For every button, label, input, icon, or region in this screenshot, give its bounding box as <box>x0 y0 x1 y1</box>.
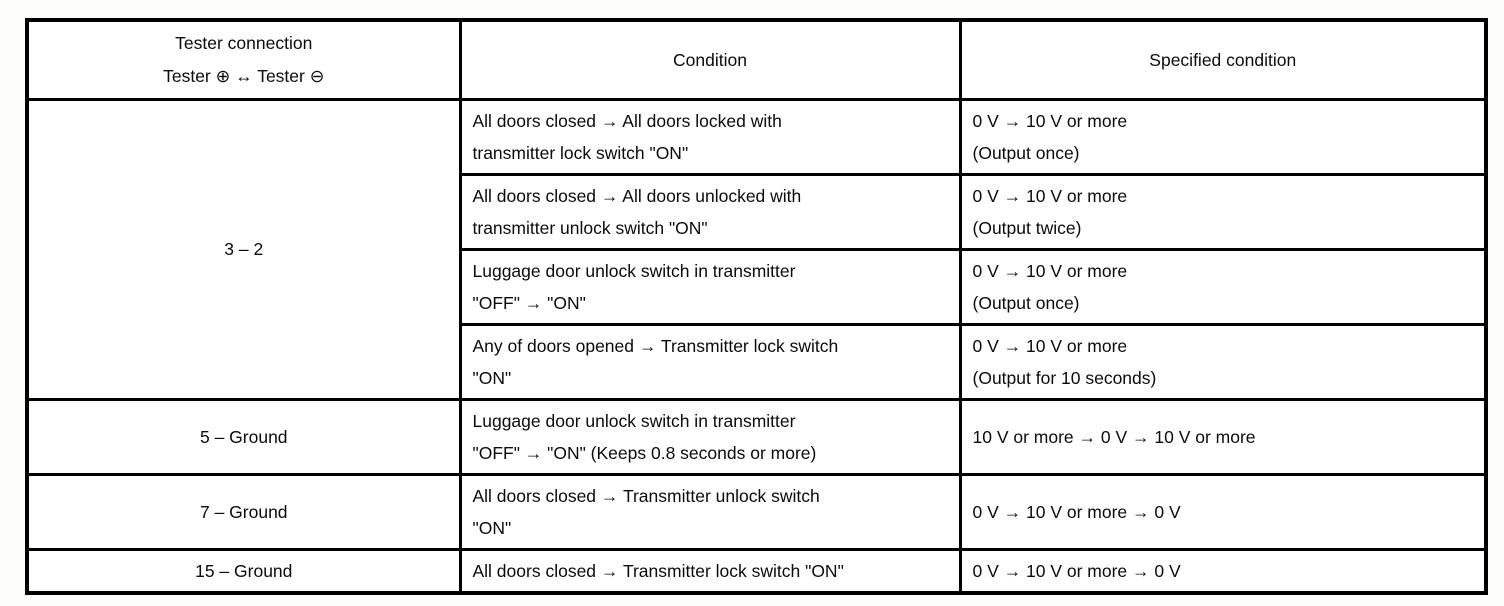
cell-condition: All doors closed → All doors unlocked wi… <box>458 173 962 251</box>
cell-condition: Luggage door unlock switch in transmitte… <box>458 398 962 476</box>
cell-specified-condition: 0 V → 10 V or more → 0 V <box>958 548 1488 595</box>
table-row: 5 – Ground Luggage door unlock switch in… <box>25 398 1488 476</box>
cell-specified-condition: 0 V → 10 V or more (Output once) <box>958 248 1488 326</box>
cell-tester-connection: 3 – 2 <box>25 98 462 401</box>
cell-specified-condition: 0 V → 10 V or more → 0 V <box>958 473 1488 551</box>
cell-condition: All doors closed → Transmitter lock swit… <box>458 548 962 595</box>
header-tester-connection-line2: Tester ⊕ ↔ Tester ⊖ <box>163 66 325 86</box>
header-tester-connection-line1: Tester connection <box>175 33 313 53</box>
cell-specified-condition: 10 V or more → 0 V → 10 V or more <box>958 398 1488 476</box>
table-row: 3 – 2 All doors closed → All doors locke… <box>25 98 1488 401</box>
table-row: Any of doors opened → Transmitter lock s… <box>27 323 1488 401</box>
cell-condition: Any of doors opened → Transmitter lock s… <box>458 323 962 401</box>
cell-specified-condition: 0 V → 10 V or more (Output for 10 second… <box>958 323 1488 401</box>
cell-specified-condition: 0 V → 10 V or more (Output twice) <box>958 173 1488 251</box>
table-row: 7 – Ground All doors closed → Transmitte… <box>25 473 1488 551</box>
cell-specified-condition: 0 V → 10 V or more (Output once) <box>958 98 1488 176</box>
tester-connection-table: Tester connection Tester ⊕ ↔ Tester ⊖ Co… <box>25 18 1488 595</box>
header-row: Tester connection Tester ⊕ ↔ Tester ⊖ Co… <box>25 18 1488 101</box>
table-row: All doors closed → All doors unlocked wi… <box>27 173 1488 251</box>
cell-tester-connection: 7 – Ground <box>25 473 462 551</box>
table-row: 15 – Ground All doors closed → Transmitt… <box>25 548 1488 595</box>
cell-tester-connection: 5 – Ground <box>25 398 462 476</box>
cell-condition: All doors closed → Transmitter unlock sw… <box>458 473 962 551</box>
table-row: Luggage door unlock switch in transmitte… <box>27 248 1488 326</box>
header-tester-connection: Tester connection Tester ⊕ ↔ Tester ⊖ <box>25 18 462 101</box>
cell-tester-connection: 15 – Ground <box>25 548 462 595</box>
header-specified-condition: Specified condition <box>958 18 1488 101</box>
cell-condition: All doors closed → All doors locked with… <box>458 98 962 176</box>
header-condition: Condition <box>458 18 962 101</box>
cell-condition: Luggage door unlock switch in transmitte… <box>458 248 962 326</box>
